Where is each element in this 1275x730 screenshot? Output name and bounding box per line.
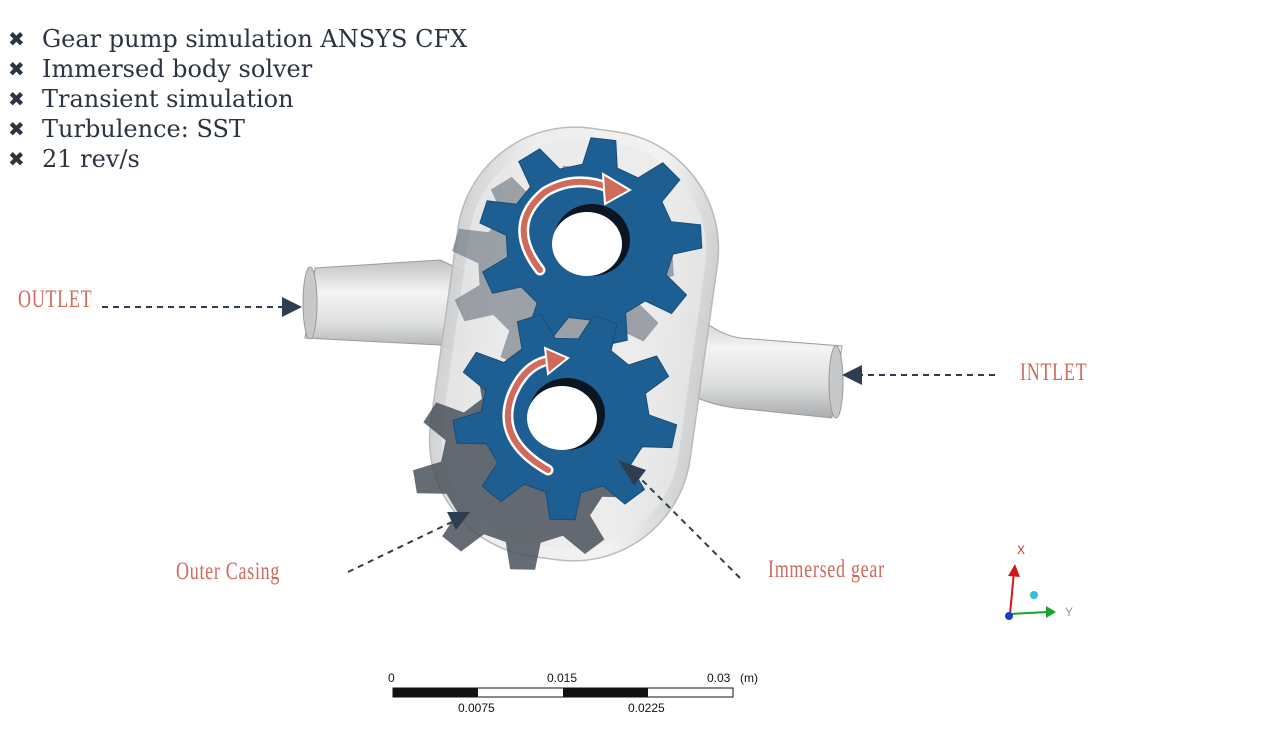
feature-item: ✖ Immersed body solver: [8, 54, 467, 84]
feature-text: Transient simulation: [42, 85, 294, 113]
inlet-arrow: [842, 365, 995, 385]
rotation-arrow-icon: [502, 346, 570, 476]
outer-casing-label: Outer Casing: [176, 558, 281, 585]
scale-tick-label: 0.03: [707, 671, 731, 685]
scale-tick-label: 0.015: [547, 671, 577, 685]
feature-text: Immersed body solver: [42, 55, 313, 83]
outlet-pipe: [302, 259, 471, 353]
cross-bullet-icon: ✖: [8, 27, 25, 51]
feature-list: ✖ Gear pump simulation ANSYS CFX ✖ Immerse…: [8, 24, 467, 174]
rotation-arrow-icon: [518, 172, 633, 276]
lower-gear: [452, 313, 678, 521]
scale-unit: (m): [740, 671, 758, 685]
inlet-pipe: [689, 308, 844, 419]
scale-bar: 0 0.015 0.03 (m) 0.0075 0.0225: [388, 671, 758, 715]
feature-text: 21 rev/s: [42, 145, 140, 173]
casing-arrow: [347, 512, 470, 573]
cross-bullet-icon: ✖: [8, 117, 25, 141]
upper-gear: [479, 137, 703, 347]
feature-item: ✖ Gear pump simulation ANSYS CFX: [8, 24, 467, 54]
cross-bullet-icon: ✖: [8, 87, 25, 111]
feature-text: Gear pump simulation ANSYS CFX: [42, 25, 468, 53]
feature-item: ✖ Transient simulation: [8, 84, 467, 114]
feature-item: ✖ 21 rev/s: [8, 144, 467, 174]
feature-text: Turbulence: SST: [42, 115, 245, 143]
immersed-gear-label: Immersed gear: [768, 556, 885, 583]
scale-tick-label: 0: [388, 671, 395, 685]
cross-bullet-icon: ✖: [8, 147, 25, 171]
outlet-arrow: [102, 297, 302, 317]
scale-tick-label: 0.0225: [628, 701, 665, 715]
axis-y-label: Y: [1065, 605, 1073, 619]
axis-triad: X Y: [1005, 543, 1073, 620]
axis-x-label: X: [1017, 543, 1025, 557]
scale-tick-label: 0.0075: [458, 701, 495, 715]
gear-arrow: [618, 460, 741, 579]
feature-item: ✖ Turbulence: SST: [8, 114, 467, 144]
cross-bullet-icon: ✖: [8, 57, 25, 81]
outlet-label: OUTLET: [18, 286, 93, 313]
inlet-label: INTLET: [1020, 359, 1088, 386]
